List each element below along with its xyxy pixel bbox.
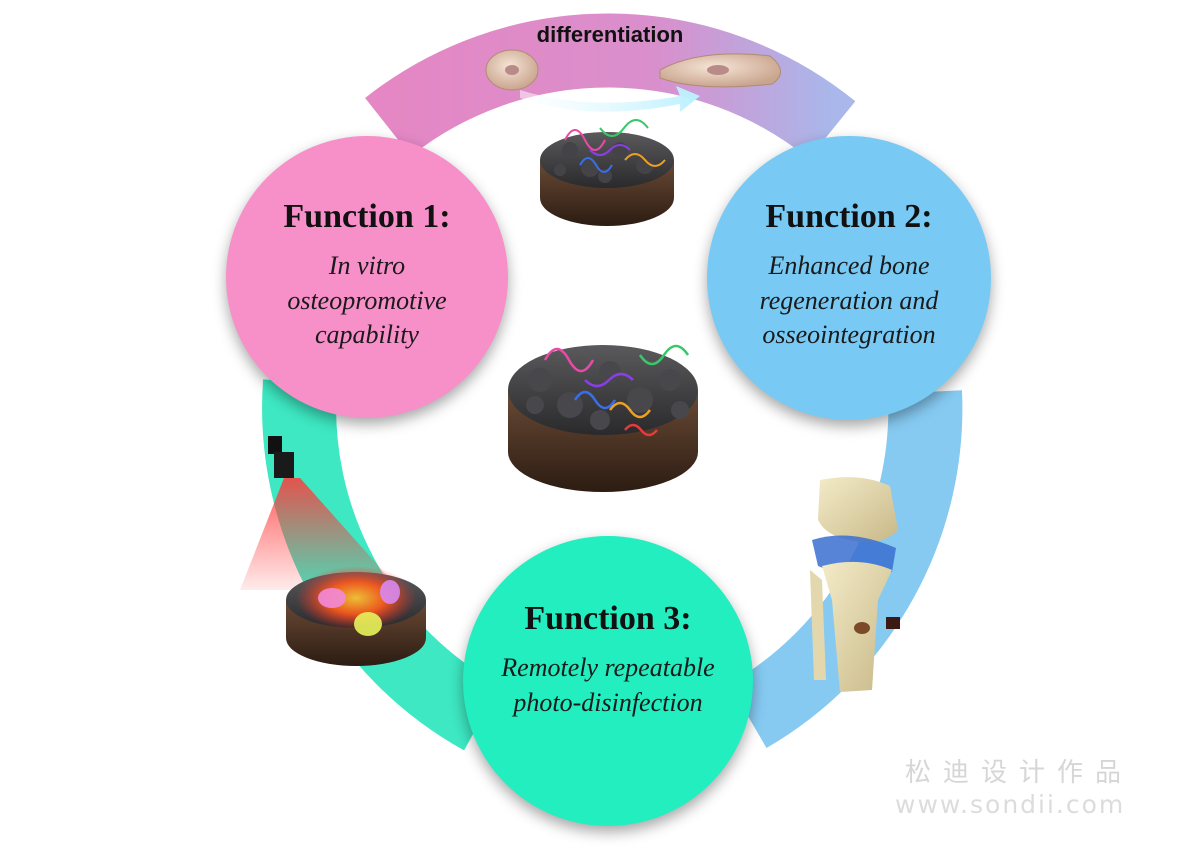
scaffold-icon: [540, 119, 674, 226]
function-3-description: Remotely repeatable photo-disinfection: [501, 653, 715, 717]
scaffold-icon: [508, 344, 698, 492]
knee-joint-icon: [810, 477, 900, 692]
function-3-title: Function 3:: [524, 600, 692, 637]
function-1-circle: Function 1: In vitro osteopromotive capa…: [226, 136, 508, 418]
watermark-chinese: 松迪设计作品: [905, 758, 1134, 788]
function-1-description: In vitro osteopromotive capability: [287, 251, 447, 350]
laser-device-icon: [240, 436, 400, 590]
function-2-title: Function 2:: [765, 198, 933, 235]
differentiation-label: differentiation: [536, 22, 684, 47]
watermark-url: www.sondii.com: [895, 790, 1126, 819]
function-3-circle: Function 3: Remotely repeatable photo-di…: [463, 536, 753, 826]
function-1-title: Function 1:: [283, 198, 451, 235]
function-2-circle: Function 2: Enhanced bone regeneration a…: [707, 136, 991, 420]
scaffold-icon: [286, 566, 426, 666]
function-2-description: Enhanced bone regeneration and osseointe…: [759, 251, 939, 350]
ring-arc-pink: [365, 13, 856, 159]
cell-differentiation-icon: [485, 49, 781, 112]
